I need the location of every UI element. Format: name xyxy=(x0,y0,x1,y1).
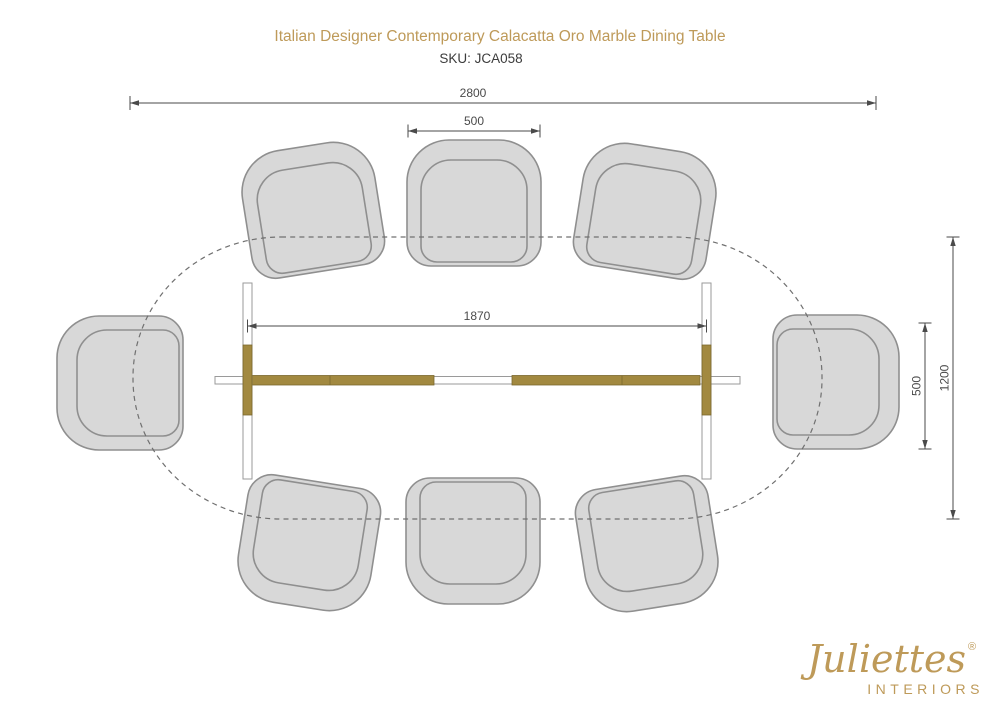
dim-arrow xyxy=(247,323,257,329)
dim-seat-width: 500 xyxy=(407,114,541,138)
chair-top-middle xyxy=(406,139,542,267)
table-leg-left-brass xyxy=(242,344,253,416)
dim-base-depth: 500 xyxy=(910,322,932,450)
dim-arrow xyxy=(697,323,707,329)
dim-seat-width-label: 500 xyxy=(464,114,484,128)
dim-base-depth-label: 500 xyxy=(910,376,924,396)
dim-arrow xyxy=(531,128,540,134)
dim-overall-width-label: 1200 xyxy=(938,364,952,391)
table-beam xyxy=(214,376,741,385)
chair-top-right xyxy=(569,136,723,284)
dim-overall-width: 1200 xyxy=(938,236,960,520)
chair-bottom-middle xyxy=(405,477,541,605)
dim-arrow xyxy=(950,510,956,519)
dim-arrow xyxy=(867,100,876,106)
page-title: Italian Designer Contemporary Calacatta … xyxy=(274,28,725,45)
dim-arrow xyxy=(408,128,417,134)
table-beam-brass-right xyxy=(511,375,701,386)
dim-arrow xyxy=(130,100,139,106)
table-top-outline xyxy=(132,236,823,520)
chair-top-left xyxy=(235,135,389,283)
dim-arrow xyxy=(950,237,956,246)
brand-registered-mark: ® xyxy=(968,641,976,653)
dim-arrow xyxy=(922,440,928,449)
chair-right xyxy=(772,314,900,450)
dim-base-length: 1870 xyxy=(247,309,707,333)
table-leg-right-brass xyxy=(701,344,712,416)
brand-logo: Juliettes ® INTERIORS xyxy=(800,637,984,697)
dim-arrow xyxy=(922,323,928,332)
chair-bottom-right xyxy=(571,471,725,619)
dim-base-length-label: 1870 xyxy=(464,309,491,323)
chair-left xyxy=(56,315,184,451)
table-base xyxy=(214,282,741,480)
dim-overall-length: 2800 xyxy=(129,86,877,110)
sku-label: SKU: JCA058 xyxy=(439,51,522,66)
table-beam-brass-left xyxy=(251,375,435,386)
brand-subtitle: INTERIORS xyxy=(867,681,984,697)
chair-bottom-left xyxy=(231,470,385,618)
dim-overall-length-label: 2800 xyxy=(460,86,487,100)
brand-name: Juliettes xyxy=(800,637,966,681)
